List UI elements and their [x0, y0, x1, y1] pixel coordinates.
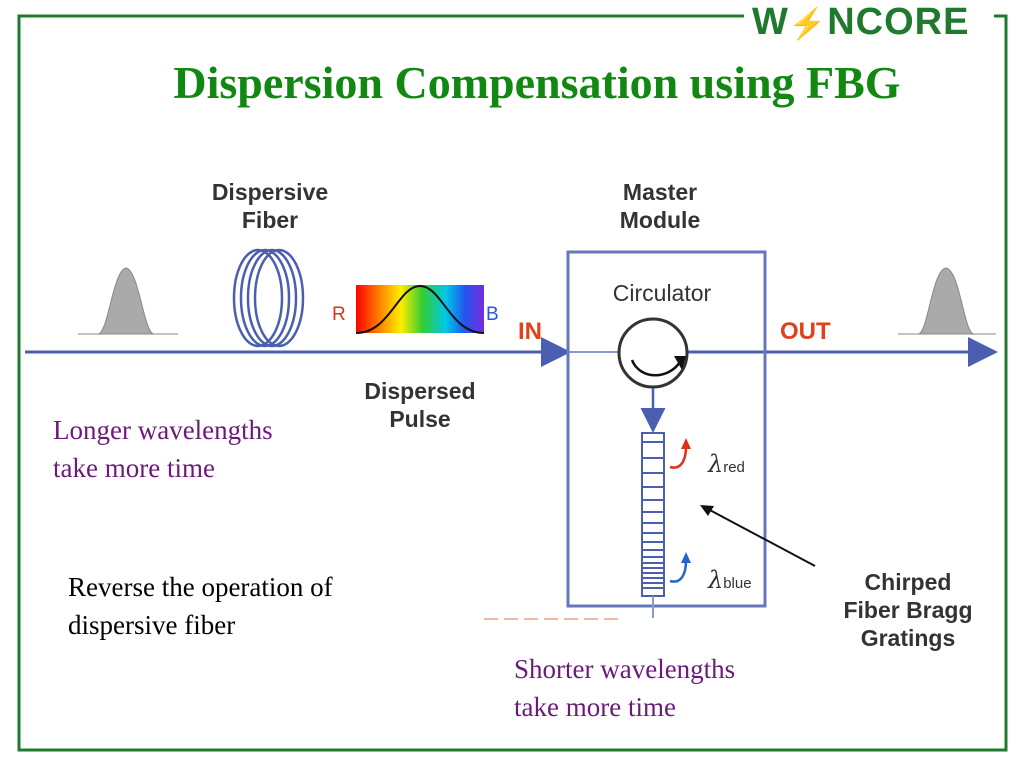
dispersed-pulse-curve: [355, 284, 485, 334]
blue-reflection-arrow-icon: [669, 559, 688, 583]
input-pulse: [78, 267, 178, 335]
circulator-label: Circulator: [612, 280, 712, 306]
logo-text-right: NCORE: [827, 1, 970, 43]
shorter-wavelengths-note: Shorter wavelengths take more time: [514, 654, 736, 722]
slide-title: Dispersion Compensation using FBG: [173, 57, 901, 108]
red-marker: R: [332, 304, 346, 325]
logo-text-left: W: [752, 1, 789, 43]
chirped-grating-icon: [641, 432, 665, 618]
lambda-red-subscript: red: [723, 459, 745, 476]
lambda-red-label: λred: [708, 450, 745, 478]
master-module-box: [566, 250, 767, 608]
fbg-pointer-line: [705, 507, 816, 567]
dispersed-pulse-label: Dispersed Pulse: [364, 378, 476, 432]
lightning-bolt-icon: ⚡: [788, 8, 828, 41]
master-module-label: Master Module: [619, 179, 701, 233]
circulator-icon: [617, 317, 689, 389]
reverse-operation-note: Reverse the operation of dispersive fibe…: [68, 572, 333, 640]
circulator-arrow-icon: [630, 359, 682, 377]
chirped-fbg-label: Chirped Fiber Bragg Gratings: [843, 569, 973, 651]
spectrum-bar: [356, 285, 484, 333]
lambda-blue-symbol: λ: [708, 566, 724, 594]
blue-marker: B: [486, 304, 499, 325]
lambda-blue-subscript: blue: [723, 575, 752, 592]
out-label: OUT: [780, 318, 831, 345]
output-pulse: [898, 267, 996, 335]
dispersive-fiber-label: Dispersive Fiber: [211, 179, 329, 233]
lambda-blue-label: λblue: [708, 566, 752, 594]
fiber-coil-icon: [232, 248, 305, 348]
wincore-logo: W⚡NCORE: [752, 0, 992, 44]
lambda-red-symbol: λ: [708, 450, 724, 478]
red-reflection-arrow-icon: [669, 445, 688, 469]
longer-wavelengths-note: Longer wavelengths take more time: [53, 415, 273, 483]
in-label: IN: [518, 318, 542, 345]
